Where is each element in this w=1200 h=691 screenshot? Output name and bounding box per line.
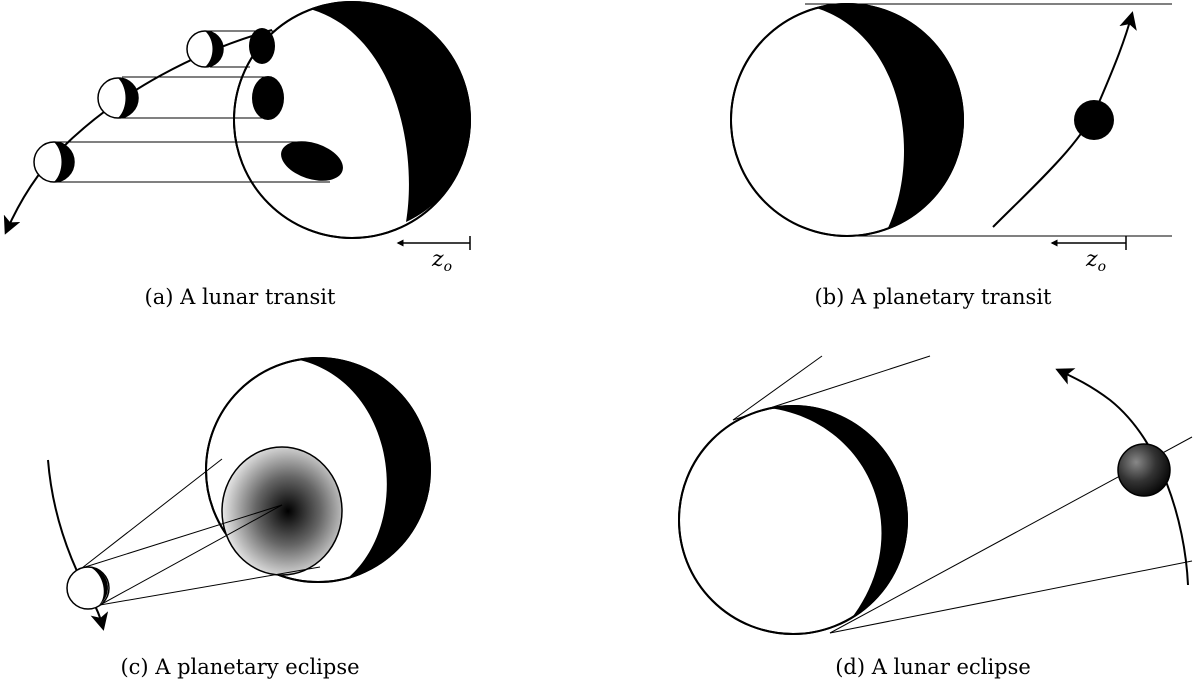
panel-a-caption: (a) A lunar transit <box>145 285 336 309</box>
panel-b-planet <box>1074 100 1114 140</box>
panel-b-star <box>730 3 964 237</box>
panel-a-moons <box>33 30 224 183</box>
panel-d-lunar-eclipse: (d) A lunar eclipse <box>678 355 1193 679</box>
panel-b-planetary-transit: zo (b) A planetary transit <box>730 3 1172 309</box>
panel-b-caption: (b) A planetary transit <box>815 285 1053 309</box>
panel-c-moon <box>66 566 110 610</box>
panel-b-tangent-lines <box>805 3 1172 237</box>
panel-d-orbit-arrow <box>1055 368 1189 586</box>
panel-a-moon-shadows <box>249 28 343 181</box>
panel-d-planet <box>678 405 908 635</box>
panel-a-zo-subscript: o <box>444 259 452 275</box>
svg-text:zo: zo <box>1085 247 1106 275</box>
moon-2 <box>97 77 139 119</box>
panel-a-projection-lines <box>55 30 330 183</box>
svg-text:zo: zo <box>431 247 452 275</box>
panel-d-moon <box>1117 443 1171 497</box>
panel-a-planet <box>233 1 471 239</box>
panel-b-zo-subscript: o <box>1098 259 1106 275</box>
panel-a-zo-indicator: zo <box>396 236 471 275</box>
panel-b-zo-indicator: zo <box>1050 236 1127 275</box>
moon-1 <box>186 30 224 68</box>
moon-3 <box>33 141 75 183</box>
panel-d-caption: (d) A lunar eclipse <box>835 655 1031 679</box>
panel-c-eclipse-shadow <box>221 446 343 576</box>
panel-b-zo-symbol: z <box>1085 247 1098 272</box>
panel-c-planetary-eclipse: (c) A planetary eclipse <box>47 357 431 679</box>
panel-a-zo-symbol: z <box>431 247 444 272</box>
panel-a-orbit-arrow <box>3 29 273 235</box>
panel-a-lunar-transit: zo (a) A lunar transit <box>3 1 471 309</box>
panel-c-light-cone <box>81 458 321 606</box>
panel-c-caption: (c) A planetary eclipse <box>120 655 359 679</box>
